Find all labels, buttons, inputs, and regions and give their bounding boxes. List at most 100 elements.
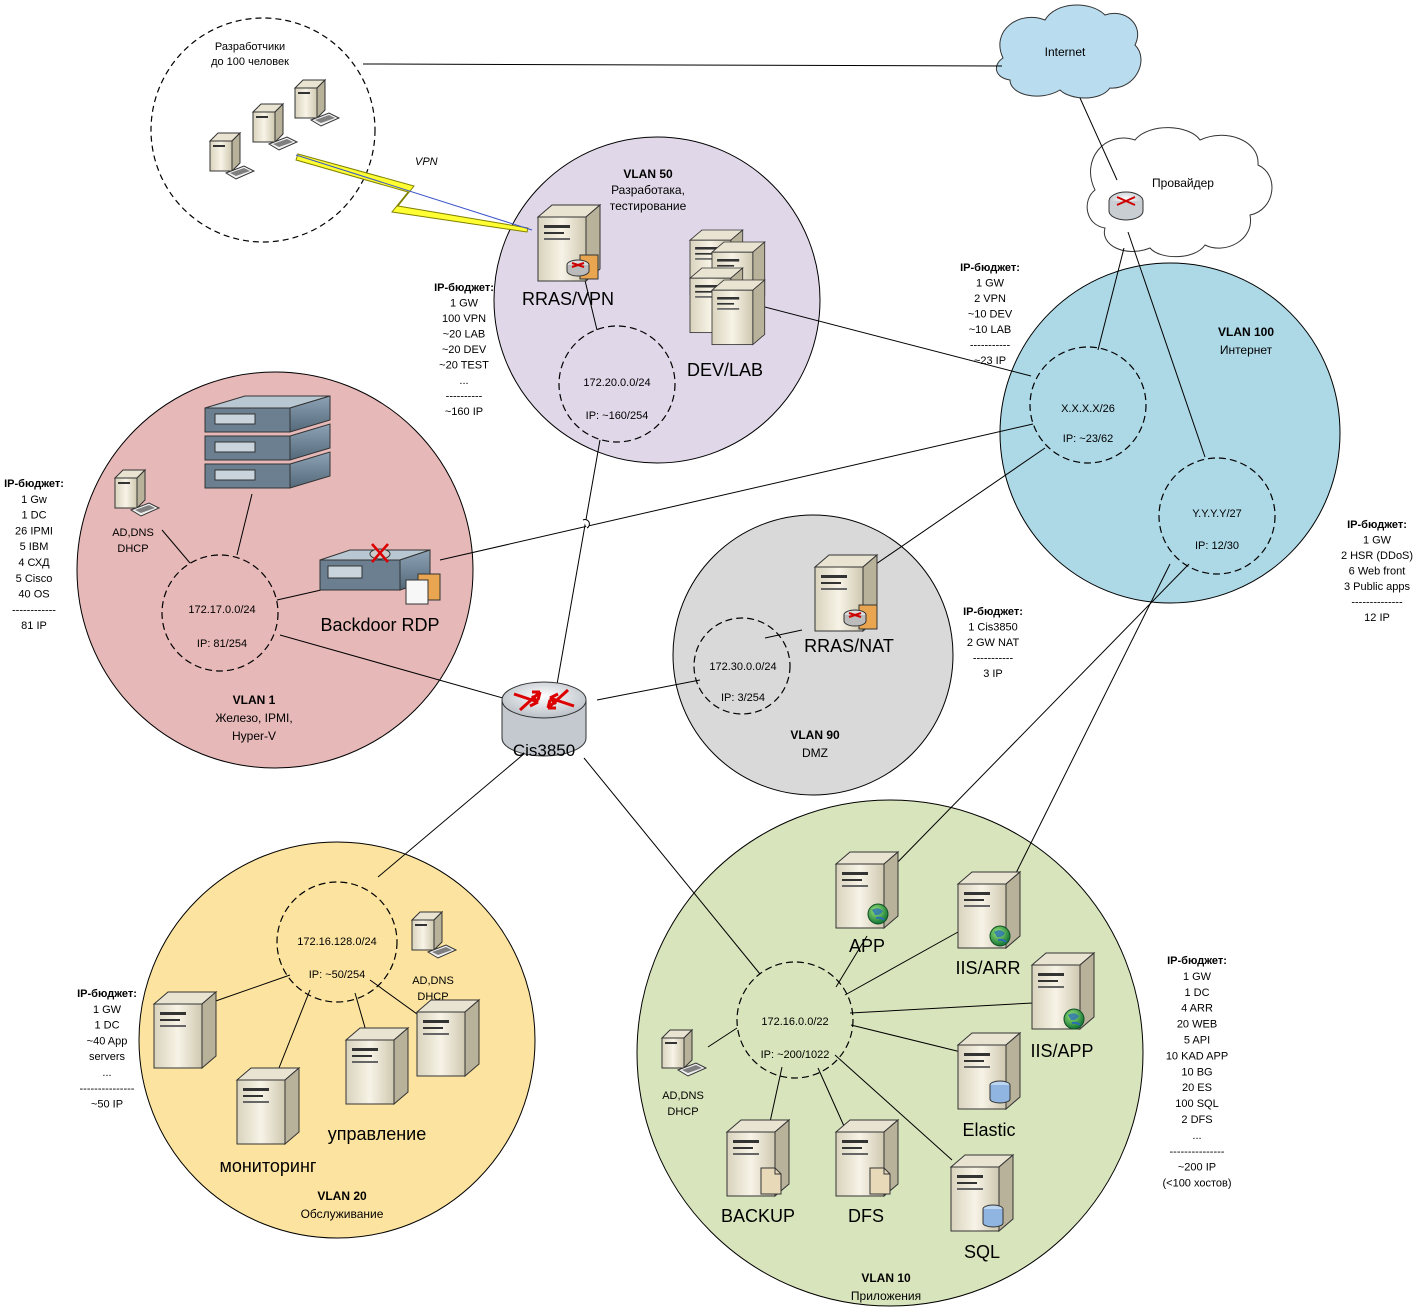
vlan10-desc1: Приложения	[851, 1289, 921, 1303]
budget-line: IP-бюджет:	[963, 606, 1023, 618]
budget-line: 5 API	[1184, 1035, 1210, 1047]
budget-line: ~40 App	[87, 1035, 128, 1047]
budget-line: ~23 IP	[974, 355, 1006, 367]
provider-label: Провайдер	[1152, 176, 1214, 190]
budget-line: 1 GW	[93, 1004, 122, 1016]
monitoring-label: мониторинг	[219, 1156, 316, 1176]
vlan1-subnet-label: 172.17.0.0/24	[188, 604, 255, 616]
budget-line: 1 DC	[1184, 987, 1209, 999]
vlan1-ip-label: IP: 81/254	[197, 638, 247, 650]
vlan1-zone	[76, 371, 474, 769]
iis-arr-server-icon	[957, 871, 1021, 949]
budget-line: IP-бюджет:	[1167, 955, 1227, 967]
vlan1-ad-label: AD,DNS	[112, 527, 154, 539]
budget-line: 3 Public apps	[1344, 581, 1411, 593]
budget-line: ~20 LAB	[443, 329, 486, 341]
budget-line: 81 IP	[21, 620, 47, 632]
budget-line: 2 GW NAT	[967, 637, 1020, 649]
vlan90-subnet-label: 172.30.0.0/24	[709, 661, 776, 673]
budget-line: 5 Cisco	[16, 573, 53, 585]
provider-cloud: Провайдер	[1086, 127, 1273, 258]
core-router-icon	[501, 681, 587, 757]
budget-line: 12 IP	[1364, 612, 1390, 624]
vlan100-subnet1-label: X.X.X.X/26	[1061, 403, 1115, 415]
vlan10-subnet	[736, 961, 854, 1079]
budget-line: 1 Cis3850	[968, 622, 1018, 634]
budget-line: 10 BG	[1181, 1066, 1212, 1078]
vlan20-ip-label: IP: ~50/254	[309, 969, 366, 981]
elastic-label: Elastic	[962, 1120, 1015, 1140]
rras-vpn-label: RRAS/VPN	[522, 289, 614, 309]
vlan20-budget: IP-бюджет:1 GW1 DC~40 Appservers...-----…	[77, 988, 137, 1111]
vlan1-subnet	[161, 554, 279, 672]
iis-app-label: IIS/APP	[1030, 1041, 1093, 1061]
vlan100-desc1: Интернет	[1220, 343, 1273, 357]
budget-line: 1 GW	[1183, 971, 1212, 983]
budget-line: IP-бюджет:	[77, 988, 137, 1000]
budget-line: ----------	[446, 391, 483, 403]
vlan100-ip1-label: IP: ~23/62	[1063, 433, 1113, 445]
vlan50-subnet-label: 172.20.0.0/24	[583, 377, 650, 389]
line-hop	[582, 519, 590, 529]
budget-line: (<100 хостов)	[1162, 1178, 1231, 1190]
vpn-label: VPN	[415, 156, 438, 168]
vlan100-zone	[999, 262, 1341, 604]
budget-line: ...	[1192, 1130, 1201, 1142]
rras-nat-label: RRAS/NAT	[804, 636, 894, 656]
budget-line: ---------------	[1170, 1146, 1225, 1158]
budget-line: ---------------	[80, 1083, 135, 1095]
budget-line: 3 IP	[983, 668, 1003, 680]
budget-line: servers	[89, 1051, 126, 1063]
vlan100-ip2-label: IP: 12/30	[1195, 540, 1239, 552]
budget-line: ~10 LAB	[969, 324, 1012, 336]
developers-label-1: Разработчики	[215, 41, 285, 53]
budget-line: IP-бюджет:	[1347, 519, 1407, 531]
iis-app-server-icon	[1031, 952, 1095, 1030]
developers-label-2: до 100 человек	[211, 56, 289, 68]
vlan20-subnet	[276, 881, 398, 1003]
vlan90-budget: IP-бюджет: 1 Cis3850 2 GW NAT ----------- 3 …	[963, 606, 1023, 680]
budget-line: IP-бюджет:	[4, 478, 64, 490]
vlan50-ip-label: IP: ~160/254	[586, 410, 649, 422]
budget-line: ...	[102, 1067, 111, 1079]
vlan20-subnet-label: 172.16.128.0/24	[297, 936, 377, 948]
vlan50-desc2: тестирование	[610, 199, 687, 213]
vlan1-desc1: Железо, IPMI,	[215, 711, 292, 725]
budget-line: 2 DFS	[1181, 1114, 1212, 1126]
budget-line: ~20 DEV	[442, 344, 487, 356]
vlan50-title: VLAN 50	[623, 167, 673, 181]
backdoor-rdp-label: Backdoor RDP	[320, 615, 439, 635]
budget-line: --------------	[1351, 597, 1403, 609]
vlan20-app-server-icon	[153, 991, 217, 1069]
budget-line: IP-бюджет:	[960, 262, 1020, 274]
devlab-servers-icon	[689, 229, 766, 346]
vlan50-desc1: Разработака,	[611, 183, 685, 197]
internet-label: Internet	[1045, 45, 1086, 59]
budget-line: -----------	[970, 340, 1011, 352]
budget-line: 4 ARR	[1181, 1003, 1213, 1015]
vlan10-ad-label: AD,DNS	[662, 1090, 704, 1102]
budget-line: -----------	[973, 653, 1014, 665]
vlan1-desc2: Hyper-V	[232, 729, 276, 743]
budget-line: 2 VPN	[974, 293, 1006, 305]
vlan1-dhcp-label: DHCP	[117, 543, 148, 555]
vlan20-desc1: Обслуживание	[301, 1207, 384, 1221]
vlan100-subnet2-label: Y.Y.Y.Y/27	[1192, 508, 1242, 520]
backup-label: BACKUP	[721, 1206, 795, 1226]
rras-vpn-server-icon	[537, 204, 601, 282]
budget-line: ~10 DEV	[968, 309, 1013, 321]
budget-line: 40 OS	[18, 589, 49, 601]
vlan90-title: VLAN 90	[790, 728, 840, 742]
budget-line: ~20 TEST	[439, 360, 489, 372]
vlan10-dhcp-label: DHCP	[667, 1106, 698, 1118]
budget-line: ~160 IP	[445, 406, 483, 418]
budget-line: 26 IPMI	[15, 525, 53, 537]
vlan50-subnet	[558, 325, 676, 443]
vlan20-server-icon	[416, 999, 480, 1077]
budget-line: 1 GW	[976, 278, 1005, 290]
budget-line: 10 KAD APP	[1166, 1050, 1228, 1062]
